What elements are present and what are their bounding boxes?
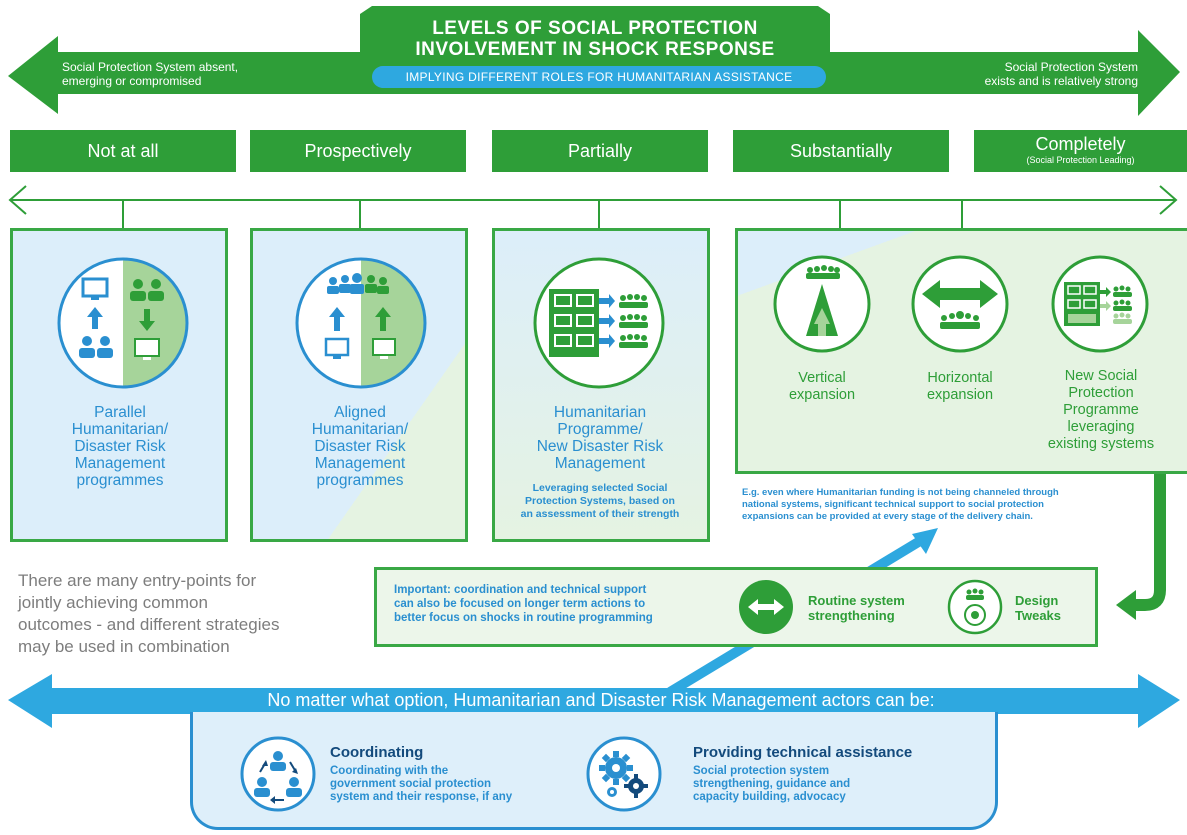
parallel-title: Parallel Humanitarian/ Disaster Risk Man… [71,404,169,489]
parallel-icon [55,255,191,391]
level-completely: Completely (Social Protection Leading) [974,130,1187,172]
horizontal-expansion-label: Horizontal expansion [926,370,994,403]
example-note: E.g. even where Humanitarian funding is … [742,487,1059,522]
timeline-left-head [8,185,27,215]
technical-assistance-title: Providing technical assistance [693,744,913,761]
level-partially: Partially [492,130,708,172]
new-programme-icon [1050,254,1150,354]
technical-assistance-icon [586,736,662,812]
bottom-banner-text: No matter what option, Humanitarian and … [267,690,935,710]
entry-points-text: There are many entry-points for jointly … [18,571,280,656]
diagram-subtitle: IMPLYING DIFFERENT ROLES FOR HUMANITARIA… [372,66,826,88]
level-substantially: Substantially [733,130,949,172]
bottom-double-arrow [8,674,1180,728]
top-double-arrow [8,6,1180,116]
title-line-1: LEVELS OF SOCIAL PROTECTION [432,18,758,39]
level-not-at-all: Not at all [10,130,236,172]
level-prospectively: Prospectively [250,130,466,172]
curved-green-arrow [1135,470,1166,611]
design-tweaks-label: Design Tweaks [1015,593,1062,623]
humanitarian-note: Leveraging selected Social Protection Sy… [520,482,680,520]
routine-strengthening-icon [738,579,794,635]
aligned-title: Aligned Humanitarian/ Disaster Risk Mana… [311,404,409,489]
horizontal-expansion-icon [910,254,1010,354]
design-tweaks-icon [947,579,1003,635]
timeline-right-head [1159,185,1178,215]
technical-assistance-description: Social protection system strengthening, … [693,765,851,803]
left-end-label: Social Protection System absent, emergin… [62,60,239,88]
routine-strengthening-label: Routine system strengthening [808,593,905,623]
level-completely-sub: (Social Protection Leading) [1026,155,1135,165]
diagram-title: LEVELS OF SOCIAL PROTECTION INVOLVEMENT … [360,18,830,60]
vertical-expansion-icon [772,254,872,354]
vertical-expansion-label: Vertical expansion [788,370,856,403]
coordinating-icon [240,736,316,812]
coordinating-title: Coordinating [330,744,424,761]
aligned-icon [293,255,429,391]
title-line-2: INVOLVEMENT IN SHOCK RESPONSE [415,39,775,60]
important-text: Important: coordination and technical su… [394,584,653,624]
humanitarian-icon [531,255,667,391]
humanitarian-title: Humanitarian Programme/ New Disaster Ris… [536,404,664,472]
level-completely-label: Completely [1035,134,1126,154]
right-end-label: Social Protection System exists and is r… [984,60,1138,88]
new-programme-label: New Social Protection Programme leveragi… [1047,368,1155,452]
coordinating-description: Coordinating with the government social … [330,765,513,803]
